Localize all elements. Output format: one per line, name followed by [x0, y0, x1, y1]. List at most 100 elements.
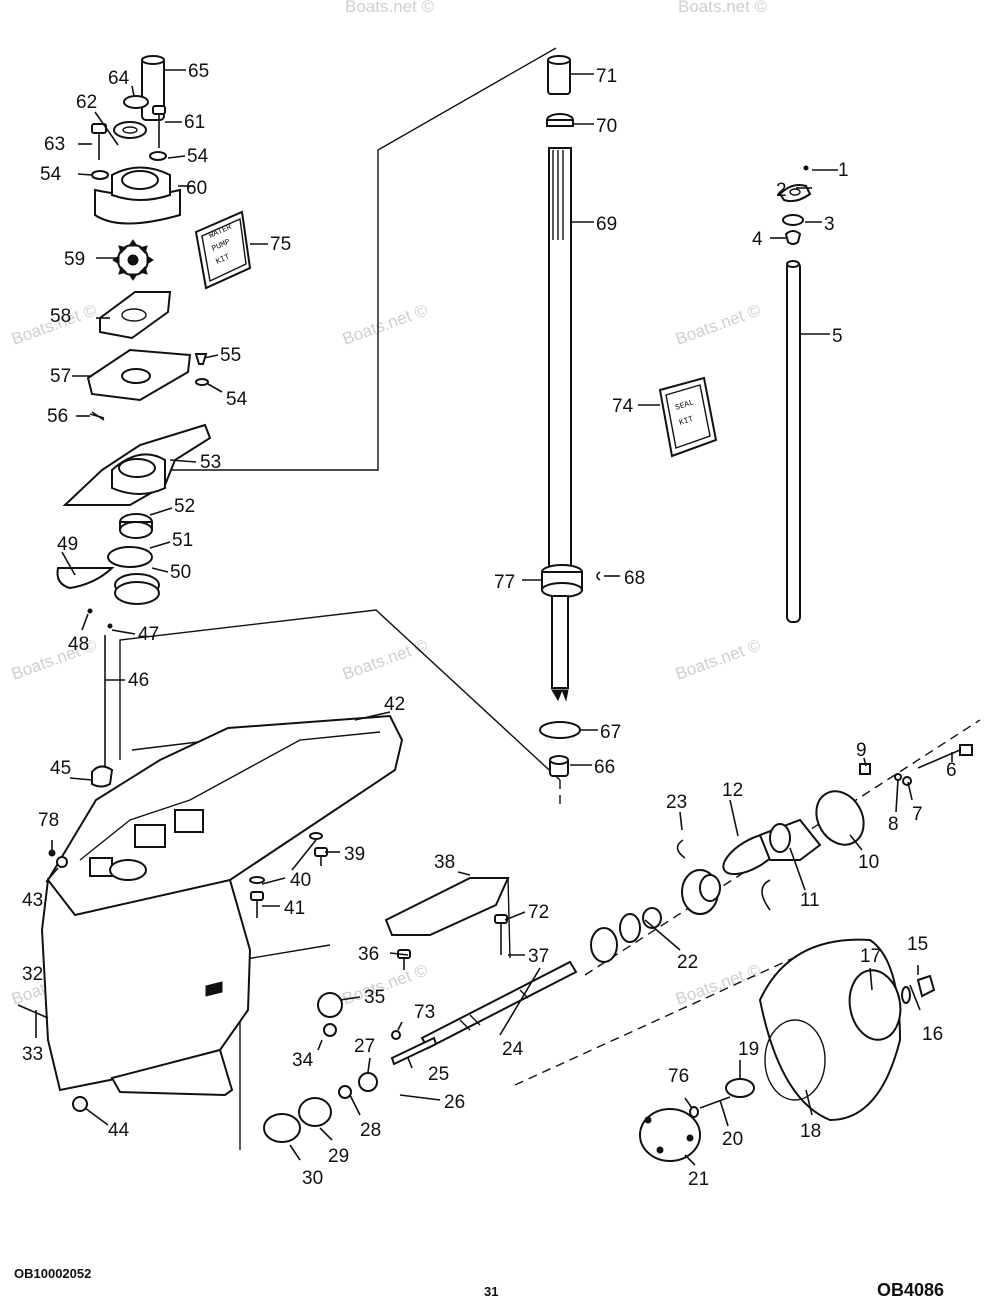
part-label-73: 73	[414, 1002, 435, 1023]
part-label-75: 75	[270, 234, 291, 255]
part-label-27: 27	[354, 1036, 375, 1057]
part-label-12: 12	[722, 780, 743, 801]
impeller	[112, 239, 154, 281]
footer-code-left: OB10002052	[14, 1266, 91, 1281]
part-label-33: 33	[22, 1044, 43, 1065]
part-label-54-a: 54	[40, 164, 62, 185]
leader-lines	[35, 69, 953, 1166]
part-label-78: 78	[38, 810, 59, 831]
part-label-54-b: 54	[187, 146, 209, 167]
part-label-9: 9	[856, 740, 867, 761]
part-label-39: 39	[344, 844, 365, 865]
pump-gasket	[99, 291, 172, 340]
propshaft-assembly	[263, 744, 973, 1162]
part-label-2: 2	[776, 180, 787, 201]
part-label-19: 19	[738, 1039, 759, 1060]
part-label-46: 46	[128, 670, 149, 691]
part-label-61: 61	[184, 112, 205, 133]
part-label-44: 44	[108, 1120, 130, 1141]
part-label-69: 69	[596, 214, 617, 235]
watermark: Boats.net ©	[678, 0, 768, 16]
part-label-11: 11	[800, 890, 820, 911]
footer: OB10002052 31 OB4086	[14, 1266, 944, 1298]
part-label-36: 36	[358, 944, 379, 965]
shift-rod	[786, 261, 801, 623]
part-label-37: 37	[528, 946, 549, 967]
part-label-59: 59	[64, 249, 85, 270]
part-label-49: 49	[57, 534, 78, 555]
part-label-17: 17	[860, 946, 881, 967]
part-label-10: 10	[858, 852, 879, 873]
part-label-71: 71	[596, 66, 617, 87]
part-label-55: 55	[220, 345, 241, 366]
part-label-1: 1	[838, 160, 849, 181]
part-label-63: 63	[44, 134, 65, 155]
part-label-68: 68	[624, 568, 645, 589]
part-label-54-c: 54	[226, 389, 248, 410]
part-label-40: 40	[290, 870, 311, 891]
gearcase	[40, 635, 404, 1112]
part-label-57: 57	[50, 366, 71, 387]
plate	[384, 877, 510, 936]
part-label-47: 47	[138, 624, 159, 645]
part-label-26: 26	[444, 1092, 465, 1113]
water-pump-kit: WATER PUMP KIT	[194, 210, 252, 290]
watermark: Boats.net ©	[673, 635, 764, 683]
part-label-18: 18	[800, 1121, 821, 1142]
part-label-76: 76	[668, 1066, 689, 1087]
part-label-8: 8	[888, 814, 899, 835]
part-label-16: 16	[922, 1024, 943, 1045]
seal-kit: SEAL KIT	[658, 376, 718, 458]
grommet	[123, 95, 149, 109]
part-label-22: 22	[677, 952, 698, 973]
part-label-56: 56	[47, 406, 68, 427]
part-label-74: 74	[612, 396, 634, 417]
part-label-21: 21	[688, 1169, 709, 1190]
svg-text:KIT: KIT	[678, 415, 695, 428]
part-label-43: 43	[22, 890, 43, 911]
part-label-29: 29	[328, 1146, 349, 1167]
watermark: Boats.net ©	[340, 635, 431, 683]
part-label-64: 64	[108, 68, 130, 89]
watermark: Boats.net ©	[673, 300, 764, 348]
part-label-70: 70	[596, 116, 617, 137]
part-label-32: 32	[22, 964, 43, 985]
part-label-15: 15	[907, 934, 928, 955]
part-label-35: 35	[364, 987, 385, 1008]
part-label-28: 28	[360, 1120, 381, 1141]
watermark: Boats.net ©	[345, 0, 435, 16]
part-label-38: 38	[434, 852, 455, 873]
part-label-45: 45	[50, 758, 71, 779]
part-label-62: 62	[76, 92, 97, 113]
part-label-24: 24	[502, 1039, 524, 1060]
page-number: 31	[484, 1284, 498, 1298]
part-label-4: 4	[752, 229, 763, 250]
part-label-42: 42	[384, 694, 405, 715]
part-label-66: 66	[594, 757, 615, 778]
part-label-65: 65	[188, 61, 209, 82]
driveshaft-assembly	[539, 55, 601, 777]
shift-rod-assembly	[778, 165, 812, 623]
part-label-77: 77	[494, 572, 515, 593]
part-label-7: 7	[912, 804, 923, 825]
part-label-23: 23	[666, 792, 687, 813]
part-label-25: 25	[428, 1064, 449, 1085]
part-label-20: 20	[722, 1129, 743, 1150]
small-hardware	[17, 832, 511, 1019]
part-label-60: 60	[186, 178, 207, 199]
part-label-6: 6	[946, 760, 957, 781]
part-label-34: 34	[292, 1050, 314, 1071]
part-label-52: 52	[174, 496, 195, 517]
part-labels: 1 2 3 4 5 6 7 8 9 10 11 12 15 16 17 18 1…	[22, 61, 957, 1190]
part-label-50: 50	[170, 562, 191, 583]
part-label-72: 72	[528, 902, 549, 923]
part-label-67: 67	[600, 722, 621, 743]
part-label-41: 41	[284, 898, 305, 919]
part-label-30: 30	[302, 1168, 323, 1189]
part-label-58: 58	[50, 306, 71, 327]
footer-code-right: OB4086	[877, 1280, 944, 1298]
part-label-3: 3	[824, 214, 835, 235]
part-label-53: 53	[200, 452, 221, 473]
part-label-48: 48	[68, 634, 89, 655]
